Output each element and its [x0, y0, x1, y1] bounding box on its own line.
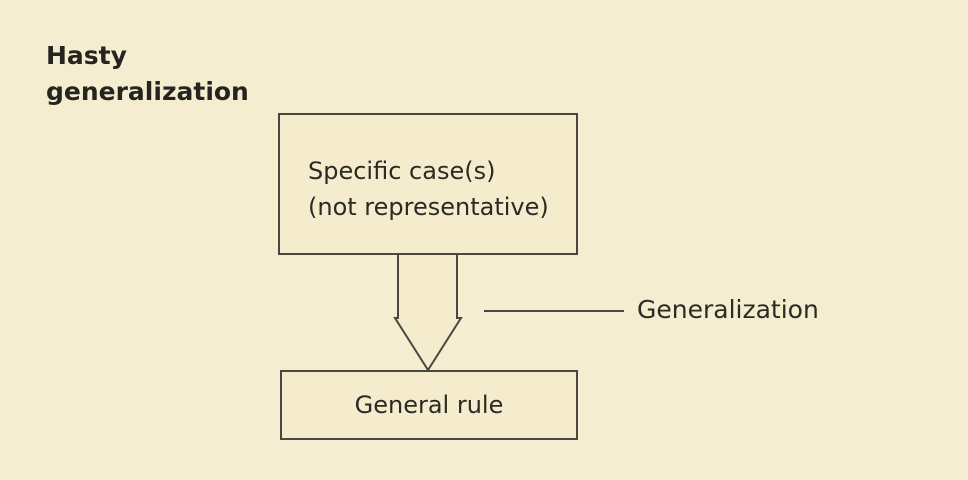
specific-cases-line-2: (not representative) [308, 193, 549, 221]
specific-cases-line-1: Specific case(s) [308, 157, 496, 185]
general-rule-box: General rule [280, 370, 578, 440]
diagram-title: Hasty generalization [46, 38, 249, 110]
general-rule-label: General rule [354, 391, 504, 419]
generalization-arrow [393, 255, 463, 372]
title-line-2: generalization [46, 77, 249, 106]
title-line-1: Hasty [46, 41, 127, 70]
generalization-label: Generalization [637, 295, 819, 324]
specific-cases-box: Specific case(s) (not representative) [278, 113, 578, 255]
